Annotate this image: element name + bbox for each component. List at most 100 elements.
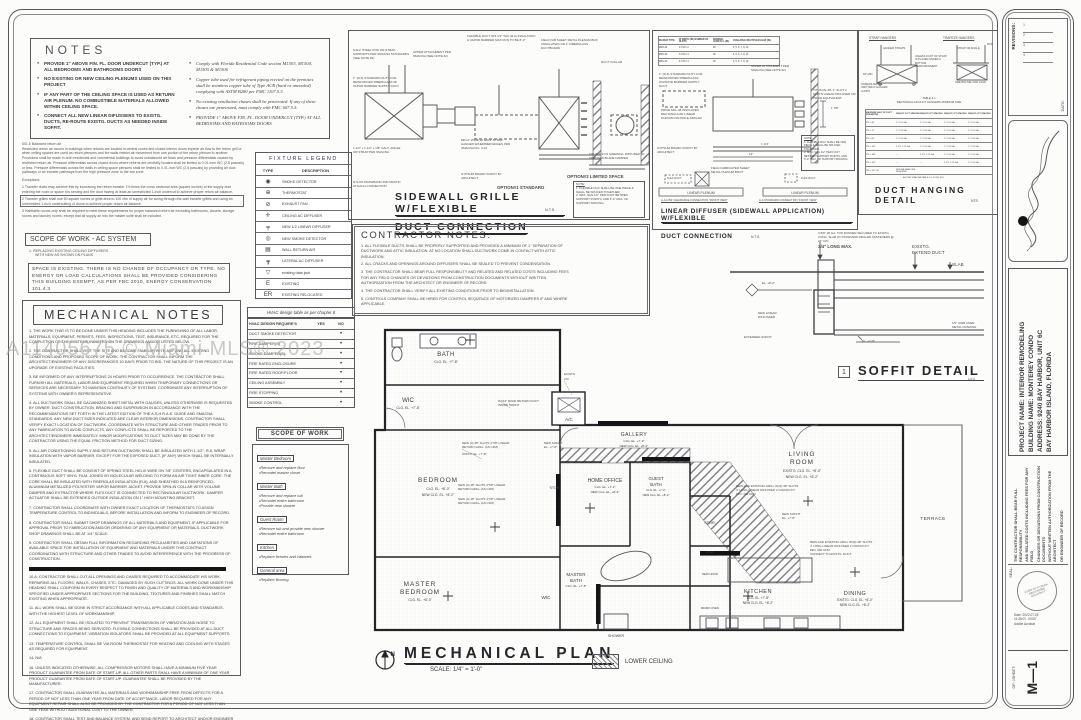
label-existing-extend-duct: EXISTG.EXTEND DUCT [912, 244, 945, 256]
table-footnote: AS PER SMACNA TABLE 4-1 & FMC 603 [903, 177, 944, 179]
annotation: NEW (4) 48" SLOTS 4"X8" LINEAR [458, 497, 506, 501]
room-clg: CLG. EL. +7'-8" [747, 596, 769, 600]
lt-cell: 4, 5, 6, 7, 8, 10 [733, 54, 749, 56]
runner-text-2: 3/4" LONG MAX. [818, 243, 853, 249]
annotation: SOFFIT EL. +7'-8" [462, 452, 487, 456]
fixture-legend: FIXTURE LEGEND TYPE DESCRIPTION ◉ SMOKE … [255, 152, 352, 299]
scope-ac-item-line2: WITH NEW AS SHOWN ON PLANS [35, 253, 94, 257]
signature-time: 11:35:07 -04'00' [1014, 617, 1037, 622]
label-slab: SLAB [952, 262, 964, 267]
annotation: 4' LONG LINEAR DIFFUSER 2 CFM/LIN FT [810, 544, 869, 548]
lt-cell: 48 [713, 47, 716, 49]
hvac-table-caption: HVAC design table as per chapter 8 [247, 307, 355, 318]
room-label: MASTER [404, 581, 437, 588]
revision-row: 4 [1023, 53, 1053, 63]
plan-title: MECHANICAL PLAN [404, 645, 615, 664]
fixture-symbol-icon: ┳ [266, 258, 270, 265]
dt-cell: 1-1/2" X 16 GA [944, 161, 958, 164]
signature-date: Date: 2022.07.25 [1014, 613, 1039, 617]
mechanical-note: 6. FLEXIBLE DUCT SHALL BE CONSIST OF SPR… [29, 468, 232, 501]
room-label: BATH [437, 352, 455, 358]
exception-item: 1 Transfer ducts may achieve this by inc… [22, 185, 233, 194]
hvac-no-cell: • [339, 331, 343, 338]
linear-title-line2: DUCT CONNECTION [661, 233, 733, 240]
scope-item: Remodel entire bathroom [259, 498, 344, 503]
annotation: A/C [564, 377, 570, 381]
dt-cell: 1" X 20 GA [968, 137, 979, 140]
linear-sections-drawing: LINEAR PLENUM LINEAR PLENUM FLEX DUCT FL… [658, 171, 848, 197]
annotation: MIN. 400 CFM [736, 492, 756, 496]
dt-h: PAIR AT 10 FT SPACING [896, 113, 920, 115]
sidewall-notes: 1. FLEXIBLE DUC SHALL BE ONE PIECE & SHA… [576, 186, 642, 206]
mechanical-note: 11. ALL WORK SHALL BE DONE IN STRICT ACC… [29, 606, 224, 616]
lt-cell: MR1-2F [659, 47, 668, 49]
label-60-min: 60° MIN [863, 73, 873, 76]
scope-item: Provide new shower [259, 503, 344, 508]
room-clg: NEW CLG. EL. +8'-2" [591, 490, 620, 494]
duct-hanging-title: DUCT HANGING DETAIL [875, 185, 966, 205]
hvac-col-req: HVAC DESIGN REQUIRE'S [249, 321, 297, 326]
extend-duct-label: EXTEND DUCT [912, 249, 945, 255]
exception-item: 3 Habitable rooms only shall be required… [22, 209, 235, 218]
fixture-symbol-icon: ┯ [266, 224, 270, 231]
room-label: BEDROOM [400, 589, 440, 596]
fixture-desc: NEW SMOKE DETECTOR [282, 236, 327, 241]
trapeze-hangers-heading: TRAPEZE HANGERS [943, 36, 975, 40]
hvac-row: CEILING ASSEMBLY • [248, 377, 354, 388]
label-screws-omitted: SCREWS MAY BE OMITTED IF HANGER LOOPS [861, 83, 888, 93]
mechanical-note: 16. UNLESS INDICATED OTHERWISE, ALL COMP… [29, 665, 230, 687]
label-price-plenum: PRICE MFL-38 INSULATED RECTANGULAR LINEA… [661, 108, 702, 120]
annotation: EL. +7'-8" [782, 516, 795, 520]
appliance-label: NEW HOOD [702, 572, 718, 576]
annotation: RETURN GRILL (AS CFM) [458, 501, 494, 505]
sidewall-grille-drawing [364, 65, 650, 170]
dt-cell: P/2 = 192" [866, 161, 876, 164]
room-label: GUEST [648, 476, 663, 481]
lt-h2: NOMINAL LENGTH L (IN) [713, 38, 729, 43]
scope-of-work-box: Master Bedroom Remove and replace floorR… [252, 444, 349, 582]
soffit-nts: NTS [968, 378, 976, 382]
label-extended-soffit: EXTENDED SOFFIT [744, 335, 772, 339]
legend-row: ◉ SMOKE DETECTOR [256, 175, 351, 186]
gwb-label-1: 1/2" GWB OVER [952, 321, 975, 325]
room-label: HOME OFFICE [588, 478, 623, 484]
lt-cell: 4, 5, 6, 7, 8, 10 [733, 61, 749, 63]
option1-label: OPTION#1 STANDARD [497, 185, 545, 190]
room-labels: BATH CLG. EL. +7'-8" WIC CLG. EL. +7'-8"… [396, 352, 945, 638]
detail-marker-1: 1 [838, 366, 850, 378]
annotation: MIN. 400 CFM [810, 548, 830, 552]
annotation: EXISTG. [564, 372, 576, 376]
label-gypsum-soffit: GYPSUM BOARD SOFFIT BY ARCHITECT [461, 172, 502, 180]
scope-ac-item-line1: 1. REPLACING EXISTING CEILING DIFFUSERS [29, 249, 109, 253]
project-info-box: PROJECT NAME: INTERIOR REMODELING BUILDI… [1008, 268, 1068, 456]
revision-row: 3 [1023, 43, 1053, 53]
dt-cell: 1" X 16 GA [920, 145, 931, 148]
label-supply-duct: 1" (R-6) STANDARD DUTY FOIL REINFORCED F… [353, 76, 400, 88]
dt-cell: 1" X 20 GA [920, 129, 931, 132]
annotation: REPLACE EXISTING GRILL W/(4) 48" SLOTS [810, 540, 872, 544]
mechanical-note: 3. BE INFORMED OF ANY INTERRUPTIONS 24 H… [29, 375, 228, 396]
room-clg: CLG. EL. +7'-2" [624, 439, 645, 443]
legend-row: ▽ existing data jack [256, 266, 351, 278]
legend-row: ┯ NEW 1/2 LINEAR DIFFUSER [256, 220, 351, 232]
disclaimer-line: THE CONTRACTOR SHALL BEAR FULL RESPONSIB… [1012, 488, 1023, 563]
dt-cell: 1" X 16 GA [944, 153, 955, 156]
note-item: IF ANY PART OF THE CEILING SPACE IS USED… [37, 92, 175, 110]
fixture-desc: THERMOSTAT [282, 190, 307, 195]
linear-notes: 1. FLEXIBLE DUC SHALL BE ONE PIECE & SHA… [804, 141, 852, 162]
label-unless-foot: UNLESS FOOT OF STRAP IS PLACED UNDER A B… [915, 55, 947, 69]
fixture-desc: SMOKE DETECTOR [282, 179, 317, 184]
hvac-requirement: SMOKE CONTROL [249, 400, 283, 405]
legend-col-type: TYPE [262, 167, 274, 173]
soffit-title: SOFFIT DETAIL [858, 363, 984, 381]
legend-col-desc: DESCRIPTION [301, 167, 330, 173]
room-clg: NEW CLG. EL. +8'-2" [840, 603, 871, 607]
lt-h0: ML/MLR TYPE [659, 39, 675, 42]
